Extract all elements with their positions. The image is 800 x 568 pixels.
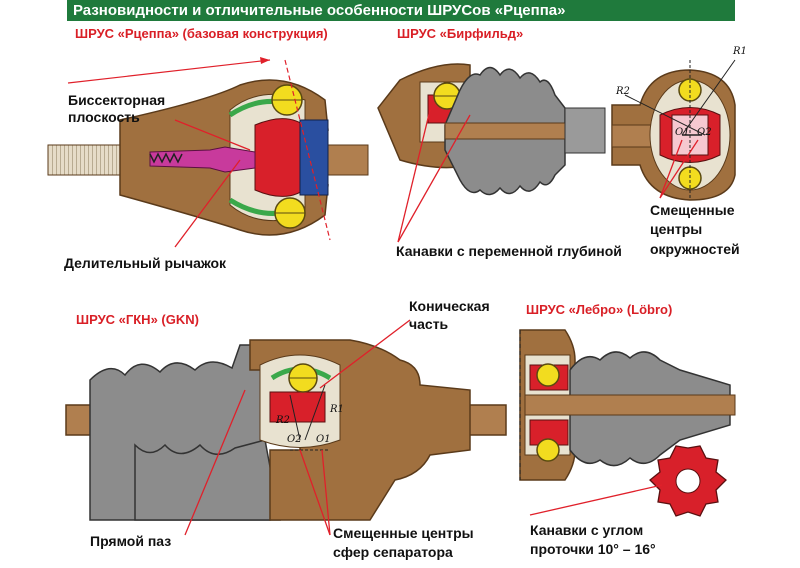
conical-part-label-line2: часть — [409, 316, 449, 332]
conical-part-label-line1: Коническая — [409, 298, 490, 314]
bisector-label-line1: Биссекторная — [68, 92, 166, 108]
cage-centers-label-line2: сфер сепаратора — [333, 544, 453, 560]
lobro-ball-top — [536, 363, 560, 387]
gkn-r2-symbol: R2 — [276, 415, 290, 426]
birfield-title: ШРУС «Бирфильд» — [397, 26, 524, 41]
straight-groove-label: Прямой паз — [90, 533, 172, 549]
lever-label: Делительный рычажок — [64, 255, 227, 271]
birfield-r1-symbol: R1 — [733, 46, 747, 57]
variable-depth-label: Канавки с переменной глубиной — [396, 243, 622, 259]
rzeppa-lever — [149, 146, 256, 173]
lobro-ball-bottom — [536, 438, 560, 462]
header-title: Разновидности и отличительные особенност… — [73, 2, 566, 19]
offset-centers-label-line1: Смещенные — [650, 202, 735, 218]
gkn-inner-race — [269, 391, 326, 423]
gkn-o1-symbol: O1 — [316, 434, 331, 445]
birfield-o1-symbol: O1 — [675, 127, 690, 138]
offset-centers-label-line2: центры — [650, 221, 703, 237]
header-banner: Разновидности и отличительные особенност… — [67, 0, 735, 21]
bisector-label-line2: плоскость — [68, 109, 140, 125]
gkn-o2-symbol: O2 — [287, 434, 302, 445]
birfield-r2-symbol: R2 — [616, 86, 630, 97]
gkn-drawing — [65, 319, 507, 536]
lobro-shaft — [524, 394, 736, 416]
groove-angle-label-line2: проточки 10° – 16° — [530, 541, 656, 557]
gkn-r1-symbol: R1 — [330, 404, 344, 415]
groove-angle-label-line1: Канавки с углом — [530, 522, 644, 538]
lobro-title: ШРУС «Лебро» (Löbro) — [526, 302, 673, 317]
cage-centers-label-line1: Смещенные центры — [333, 525, 474, 541]
gkn-title: ШРУС «ГКН» (GKN) — [76, 312, 199, 327]
birfield-o2-symbol: O2 — [697, 127, 712, 138]
rzeppa-drawing — [47, 57, 369, 248]
birfield-drawing — [377, 63, 606, 243]
birfield-section-drawing — [611, 59, 736, 201]
offset-centers-label-line3: окружностей — [650, 241, 740, 257]
lobro-drawing — [519, 329, 736, 517]
rzeppa-title: ШРУС «Рцеппа» (базовая конструкция) — [75, 26, 328, 41]
